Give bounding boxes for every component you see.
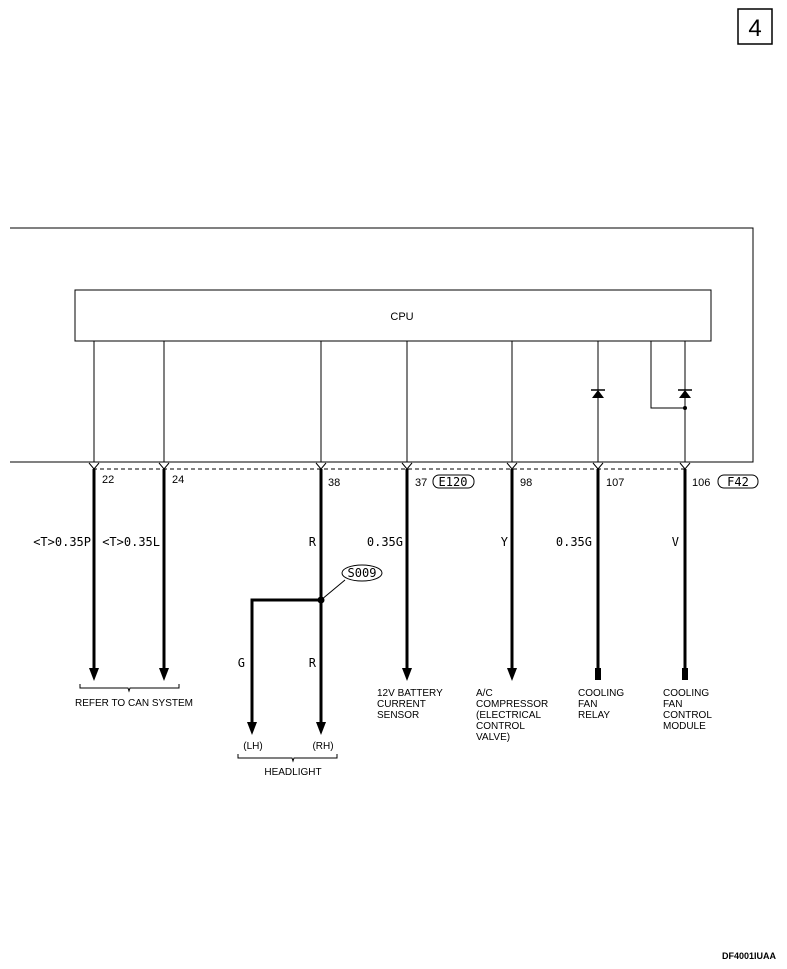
wire-22-label: <T>0.35P [33, 535, 91, 549]
splice-leader [320, 579, 346, 601]
pin-chevrons [88, 462, 691, 470]
connector-f42: F42 [727, 475, 749, 489]
headlight-lh-label: (LH) [243, 741, 262, 752]
pin-98: 98 [520, 477, 532, 489]
headlight-rh-label: (RH) [312, 741, 333, 752]
splice-label: S009 [348, 566, 377, 580]
pin-24: 24 [172, 474, 184, 486]
connector-e120-box [432, 474, 475, 489]
ac-compressor-label: A/C COMPRESSOR (ELECTRICAL CONTROL VALVE… [476, 688, 551, 743]
wire-24-label: <T>0.35L [102, 535, 160, 549]
can-label: REFER TO CAN SYSTEM [75, 698, 193, 709]
battery-sensor-label: 12V BATTERY CURRENT SENSOR [377, 688, 445, 721]
diode-icon [678, 389, 692, 398]
wire-107-label: 0.35G [556, 535, 592, 549]
page-number-box [737, 8, 773, 45]
wire-lh-label: G [238, 656, 245, 670]
junction-dot [683, 406, 687, 410]
cpu-label: CPU [390, 311, 413, 323]
pin-22: 22 [102, 474, 114, 486]
terminal-bar [682, 668, 688, 680]
wire-106-label: V [672, 535, 679, 549]
can-bracket [79, 684, 180, 693]
cooling-fan-relay-label: COOLING FAN RELAY [578, 688, 627, 721]
diode-icon [591, 389, 605, 398]
cooling-fan-module-label: COOLING FAN CONTROL MODULE [663, 688, 714, 732]
output-arrows [89, 668, 517, 735]
pin-38: 38 [328, 477, 340, 489]
wire-37-label: 0.35G [367, 535, 403, 549]
cpu-box [74, 289, 712, 342]
terminal-bar [595, 668, 601, 680]
document-code: DF4001IUAA [722, 951, 777, 961]
connector-e120: E120 [439, 475, 468, 489]
pin-37: 37 [415, 477, 427, 489]
connector-f42-box [717, 474, 759, 489]
wire-rh-label: R [309, 656, 317, 670]
page-number: 4 [748, 15, 761, 42]
pin-107: 107 [606, 477, 624, 489]
splice-label-oval [341, 564, 383, 582]
headlight-bracket [237, 754, 338, 763]
headlight-label: HEADLIGHT [264, 767, 321, 778]
internal-wires [93, 341, 686, 462]
wire-38-label: R [309, 535, 317, 549]
ecu-outline [10, 227, 754, 463]
wire-98-label: Y [501, 535, 509, 549]
pin-106: 106 [692, 477, 710, 489]
